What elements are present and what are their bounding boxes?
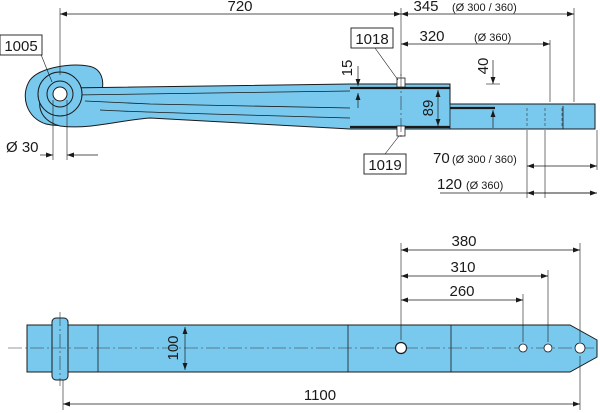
dim-720: 720 <box>227 0 252 15</box>
leaf-line-3 <box>99 109 351 119</box>
ref-box-1005 <box>0 34 43 56</box>
dim-345-note: (Ø 300 / 360) <box>452 2 517 14</box>
dim-120: 120 <box>437 176 462 193</box>
ref-1019: 1019 <box>368 157 401 174</box>
ref-1018: 1018 <box>355 31 388 48</box>
dim-eye-diameter: Ø 30 <box>6 139 39 156</box>
spring-plan-body <box>26 324 598 373</box>
dim-320: 320 <box>419 28 444 45</box>
plan-end-hole-380 <box>574 342 586 354</box>
dim-380: 380 <box>451 233 476 250</box>
dim-89: 89 <box>420 100 437 117</box>
dim-120-note: (Ø 360) <box>466 180 503 192</box>
dim-15: 15 <box>339 60 356 77</box>
leaf-line-2 <box>84 100 351 109</box>
plan-end-hole-310 <box>543 343 553 353</box>
ref-1005: 1005 <box>4 38 37 55</box>
dim-260: 260 <box>449 283 474 300</box>
top-view: 380 310 260 100 1100 <box>8 233 598 410</box>
ref-box-1018 <box>350 27 394 49</box>
dim-345: 345 <box>413 0 438 15</box>
plan-eye-bushing <box>51 317 69 381</box>
dim-310: 310 <box>450 259 475 276</box>
plan-center-hole <box>394 341 408 355</box>
eye-bushing <box>52 86 68 102</box>
leaf-line-1 <box>74 90 351 96</box>
ref-box-1019 <box>363 153 407 175</box>
side-view: 720 345 (Ø 300 / 360) 320 (Ø 360) 15 40 … <box>0 0 598 198</box>
dim-100: 100 <box>165 335 182 360</box>
dim-70: 70 <box>433 150 450 167</box>
dim-40: 40 <box>475 58 492 75</box>
dim-320-note: (Ø 360) <box>474 32 511 44</box>
dim-1100: 1100 <box>304 387 336 404</box>
dim-70-note: (Ø 300 / 360) <box>452 154 517 166</box>
spring-main-body <box>39 83 596 130</box>
plan-end-hole-260 <box>518 343 528 353</box>
